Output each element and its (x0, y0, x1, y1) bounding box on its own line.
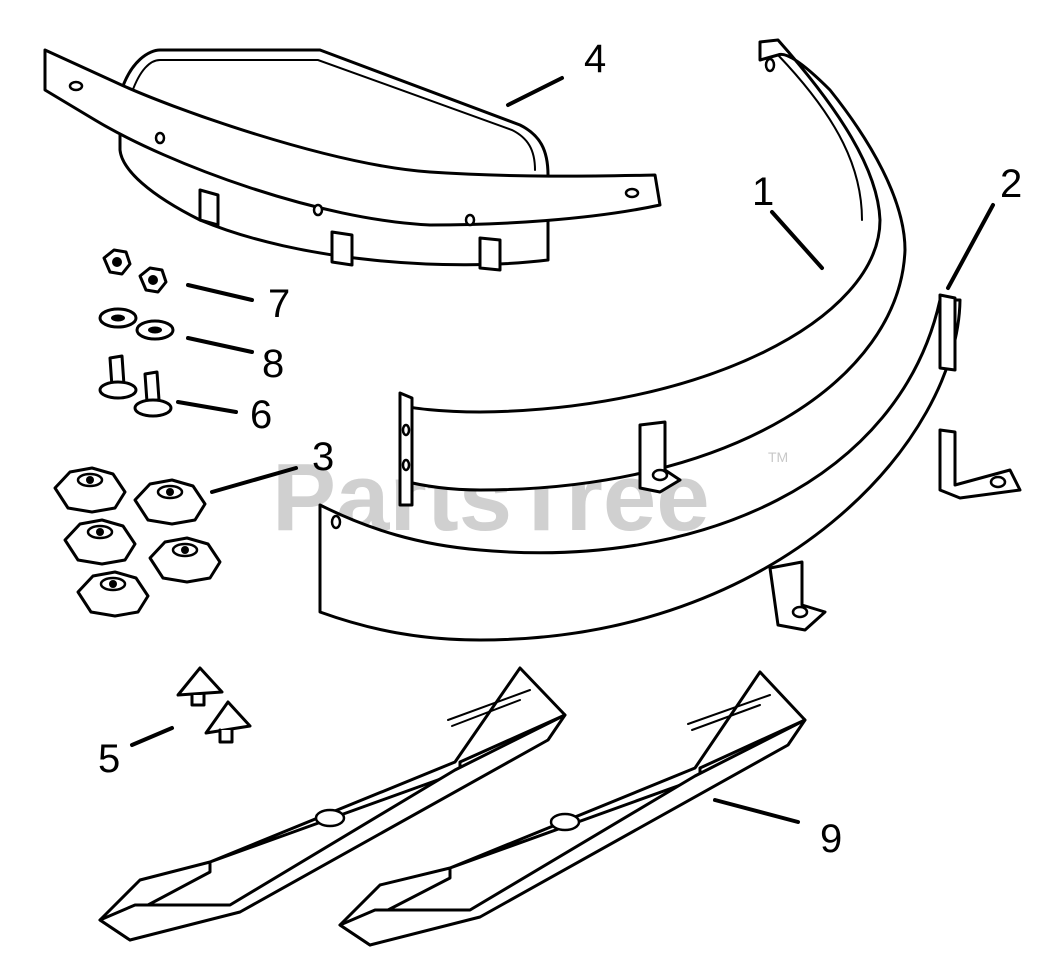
leader-9 (713, 798, 800, 824)
part-6-carriage-bolts (98, 354, 173, 418)
callout-2: 2 (1000, 162, 1022, 206)
part-4-deflector-chute (43, 48, 662, 272)
leader-1 (770, 210, 824, 270)
knob (76, 570, 150, 618)
callout-9: 9 (820, 817, 842, 861)
knob (148, 536, 222, 584)
callout-5: 5 (98, 737, 120, 781)
callout-6: 6 (250, 393, 272, 437)
leader-3 (210, 466, 298, 494)
callout-labels: 1 2 3 4 5 6 7 8 9 (98, 37, 1022, 861)
part-7-hex-nuts (102, 248, 168, 294)
part-9-blades (98, 666, 807, 947)
knob (53, 466, 127, 514)
callout-7: 7 (268, 282, 290, 326)
knob (133, 478, 207, 526)
callout-1: 1 (752, 170, 774, 214)
part-3-knobs (53, 466, 222, 618)
part-5-plugs (176, 666, 252, 744)
watermark-trademark: TM (768, 449, 788, 465)
leader-lines (130, 76, 995, 824)
knob (63, 518, 137, 566)
part-1-upper-baffle (398, 38, 907, 507)
leader-6 (176, 400, 238, 414)
leader-7 (186, 283, 254, 302)
callout-8: 8 (262, 342, 284, 386)
leader-8 (186, 336, 254, 354)
leader-2 (946, 203, 995, 290)
part-8-washers (98, 307, 175, 341)
part-2-lower-baffle (318, 293, 1022, 642)
callout-4: 4 (584, 37, 606, 81)
leader-4 (506, 76, 564, 107)
leader-5 (130, 726, 174, 747)
blade-left (98, 666, 567, 942)
callout-3: 3 (312, 435, 334, 479)
blade-right (338, 670, 807, 947)
